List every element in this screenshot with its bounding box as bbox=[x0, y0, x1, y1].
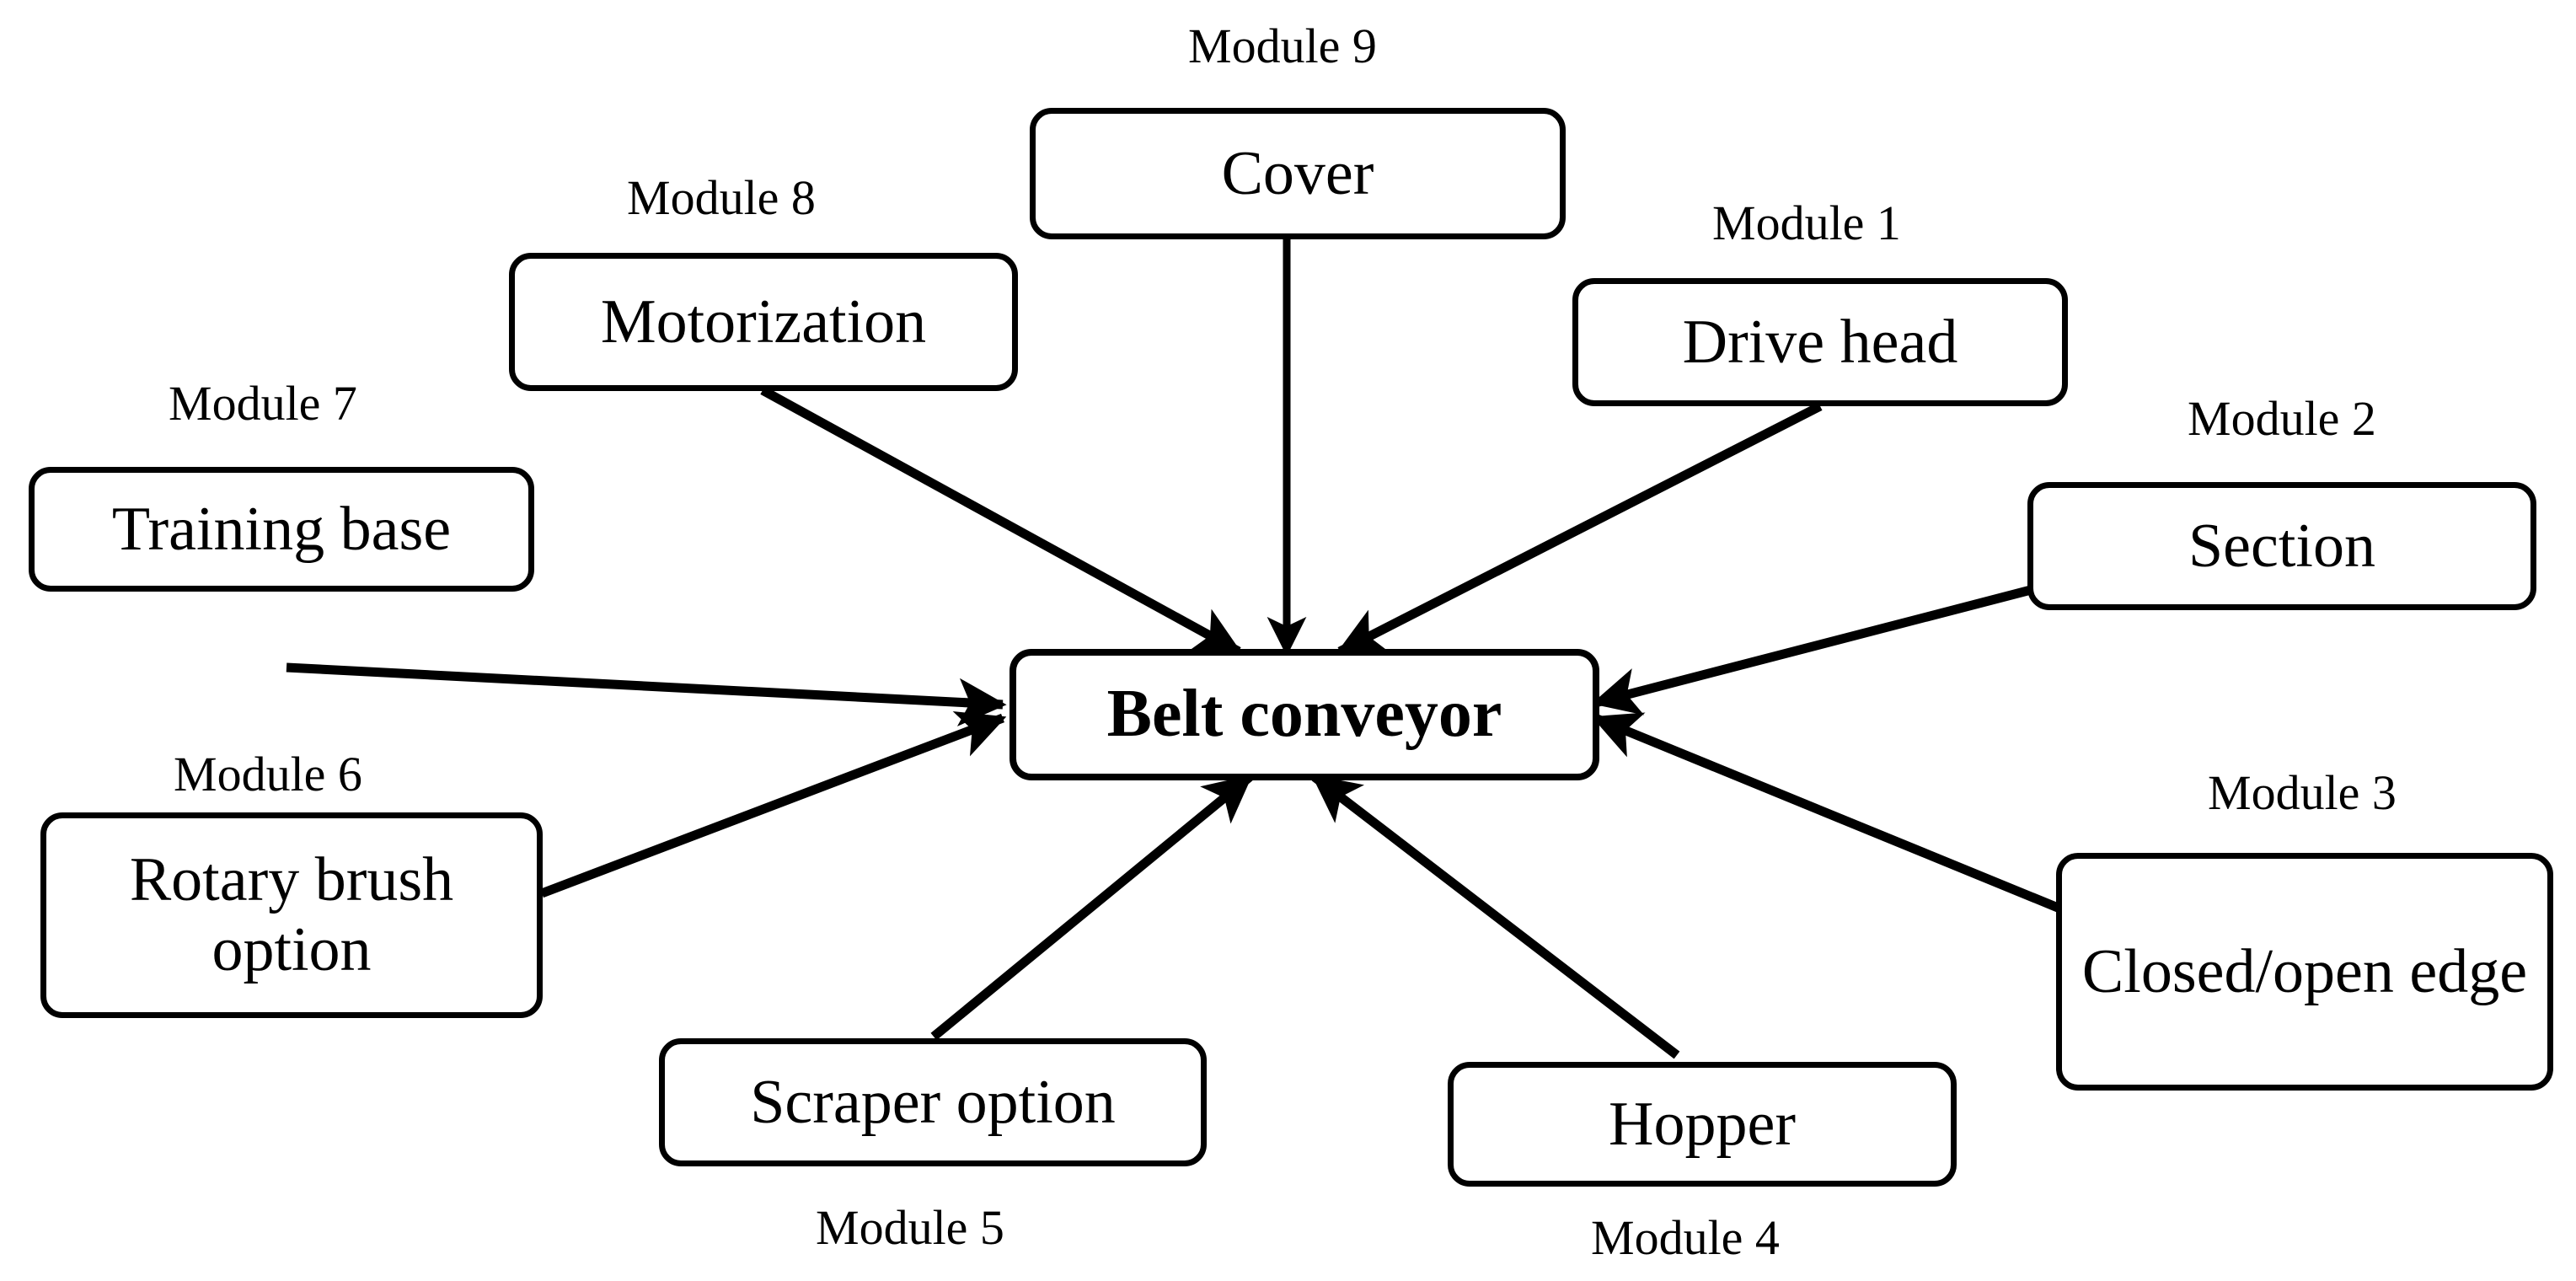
node-scraper-option[interactable]: Scraper option bbox=[659, 1038, 1207, 1166]
node-hopper[interactable]: Hopper bbox=[1448, 1062, 1957, 1187]
module-label-4: Module 4 bbox=[1591, 1210, 1780, 1265]
module-label-1: Module 1 bbox=[1712, 196, 1901, 250]
module-label-3: Module 3 bbox=[2208, 765, 2397, 820]
edge-module-7-to-center bbox=[286, 662, 1007, 726]
module-label-6: Module 6 bbox=[174, 747, 362, 801]
center-node-belt-conveyor[interactable]: Belt conveyor bbox=[1010, 649, 1599, 780]
node-drive-head[interactable]: Drive head bbox=[1572, 278, 2068, 406]
node-motorization[interactable]: Motorization bbox=[509, 253, 1018, 391]
node-cover[interactable]: Cover bbox=[1030, 108, 1566, 239]
node-rotary-brush-option[interactable]: Rotary brush option bbox=[40, 812, 543, 1018]
node-drive-head-label: Drive head bbox=[1682, 307, 1958, 377]
node-hopper-label: Hopper bbox=[1609, 1089, 1796, 1159]
module-label-2: Module 2 bbox=[2188, 391, 2376, 446]
node-training-base-label: Training base bbox=[111, 494, 452, 564]
module-label-5: Module 5 bbox=[816, 1200, 1004, 1255]
edge-module-6-to-center bbox=[540, 710, 1007, 898]
node-cover-label: Cover bbox=[1221, 138, 1374, 208]
edge-module-5-to-center bbox=[930, 773, 1253, 1041]
node-rotary-brush-option-label: Rotary brush option bbox=[129, 845, 454, 984]
edge-module-1-to-center bbox=[1336, 402, 1823, 656]
center-node-label: Belt conveyor bbox=[1106, 677, 1502, 752]
node-section-label: Section bbox=[2188, 511, 2375, 581]
node-closed-open-edge-label: Closed/open edge bbox=[2081, 936, 2528, 1006]
module-label-8: Module 8 bbox=[627, 170, 816, 225]
edge-module-4-to-center bbox=[1311, 773, 1680, 1059]
edge-module-8-to-center bbox=[760, 386, 1243, 656]
node-scraper-option-label: Scraper option bbox=[750, 1067, 1116, 1137]
edge-module-2-to-center bbox=[1591, 585, 2032, 716]
node-closed-open-edge[interactable]: Closed/open edge bbox=[2056, 853, 2553, 1091]
module-label-9: Module 9 bbox=[1188, 19, 1377, 73]
edge-module-3-to-center bbox=[1591, 712, 2060, 913]
module-label-7: Module 7 bbox=[169, 376, 357, 431]
node-motorization-label: Motorization bbox=[600, 287, 927, 356]
node-training-base[interactable]: Training base bbox=[29, 467, 534, 592]
node-section[interactable]: Section bbox=[2027, 482, 2536, 610]
